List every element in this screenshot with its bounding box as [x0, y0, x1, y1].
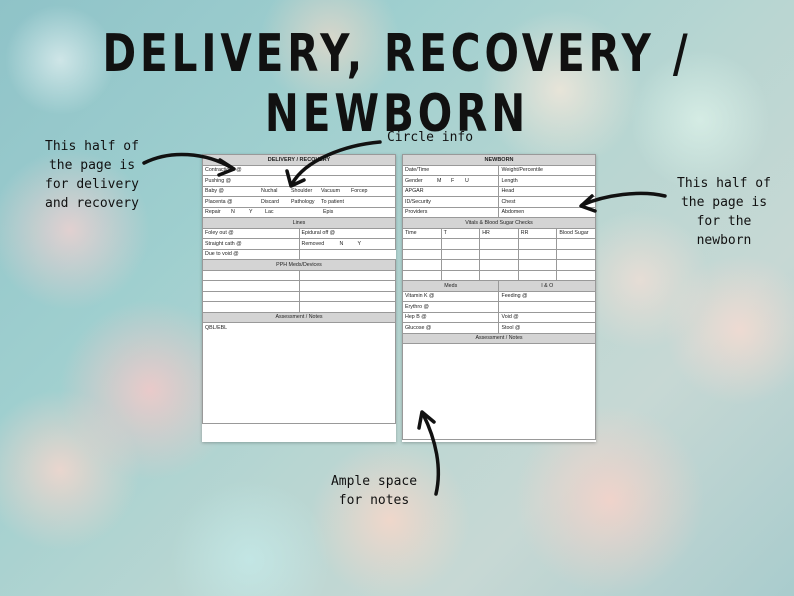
weight-cell: Weight/Percentile [498, 164, 596, 176]
repair-y: Y [249, 209, 253, 216]
notes-area-left: QBL/EBL [202, 323, 396, 424]
arrow-right-icon [580, 191, 667, 207]
removed-y: Y [357, 240, 362, 247]
vitals-col-hr: HR [479, 227, 519, 239]
gender-cell: Gender M F U [401, 175, 500, 187]
removed-label: Removed [301, 240, 325, 247]
vitals-cell [479, 238, 519, 250]
delivery-recovery-sheet: DELIVERY / RECOVERY Contractions @ Pushi… [202, 154, 396, 442]
delivery-title: DELIVERY / RECOVERY [202, 154, 396, 166]
baby-row: Baby @ Nuchal Shoulder Vacuum Forcep [202, 185, 396, 197]
placenta-row: Placenta @ Discard Pathology To patient [202, 196, 396, 208]
newborn-sheet: NEWBORN Date/Time Weight/Percentile Gend… [401, 154, 596, 442]
callout-notes: Ample space for notes [318, 472, 430, 510]
head-cell: Head [498, 185, 596, 197]
callout-line: This half of [45, 139, 139, 154]
length-cell: Length [498, 175, 596, 187]
callout-left-half: This half of the page is for delivery an… [28, 137, 156, 213]
vitals-header: Vitals & Blood Sugar Checks [402, 217, 596, 229]
date-time-cell: Date/Time [401, 164, 500, 176]
arrow-left-head-icon [217, 158, 236, 177]
epidural-off-cell: Epidural off @ [298, 227, 396, 239]
callout-right-half: This half of the page is for the newborn [668, 174, 780, 250]
blank-cell [298, 248, 396, 260]
gender-f: F [451, 177, 455, 184]
callout-line: This half of [677, 176, 771, 191]
arrow-notes-head-icon [417, 410, 436, 430]
newborn-table: NEWBORN Date/Time Weight/Percentile Gend… [401, 154, 596, 344]
newborn-title: NEWBORN [402, 154, 596, 166]
providers-cell: Providers [401, 206, 500, 218]
delivery-table: DELIVERY / RECOVERY Contractions @ Pushi… [202, 154, 396, 323]
forcep-label: Forcep [351, 188, 368, 195]
repair-row: Repair N Y Lac Epis [202, 206, 396, 218]
callout-line: Ample space [330, 474, 418, 489]
headline: DELIVERY, RECOVERY / NEWBORN [102, 24, 692, 144]
shoulder-label: Shoulder [291, 188, 313, 195]
vitals-row [402, 238, 596, 250]
arrow-right-head-icon [579, 194, 597, 213]
vitals-cell [556, 238, 596, 250]
arrow-circle-info-head-icon [285, 169, 306, 188]
vacuum-label: Vacuum [321, 188, 341, 195]
callout-line: and recovery [45, 196, 139, 211]
id-security-cell: ID/Security [401, 196, 500, 208]
callout-line: for the [696, 214, 752, 229]
arrow-notes-icon [421, 412, 441, 496]
baby-label: Baby @ [205, 188, 224, 195]
lines-header: Lines [202, 217, 396, 229]
qbl-label: QBL/EBL [205, 325, 228, 331]
repair-label: Repair [205, 209, 221, 216]
apgar-cell: APGAR [401, 185, 500, 197]
pathology-label: Pathology [291, 198, 315, 205]
assessment-header-left: Assessment / Notes [202, 311, 396, 323]
notes-area-right [402, 344, 596, 440]
callout-line: for delivery [45, 177, 139, 192]
discard-label: Discard [261, 198, 279, 205]
callout-line: the page is [680, 195, 768, 210]
nuchal-label: Nuchal [261, 188, 278, 195]
vitals-col-blood-sugar: Blood Sugar [556, 227, 596, 239]
gender-u: U [465, 177, 469, 184]
arrow-circle-info-icon [290, 140, 382, 186]
callout-circle-info: Circle info [386, 130, 474, 145]
lac-label: Lac [265, 209, 274, 216]
removed-cell: Removed N Y [298, 238, 396, 250]
epis-label: Epis [323, 209, 334, 216]
gender-m: M [437, 177, 442, 184]
removed-n: N [339, 240, 344, 247]
repair-n: N [231, 209, 235, 216]
callout-line: for notes [338, 493, 410, 508]
gender-label: Gender [405, 177, 423, 184]
callout-line: newborn [696, 233, 752, 248]
callout-line: the page is [48, 158, 136, 173]
to-patient-label: To patient [321, 198, 344, 205]
placenta-label: Placenta @ [205, 198, 233, 205]
assessment-header-right: Assessment / Notes [402, 332, 596, 344]
